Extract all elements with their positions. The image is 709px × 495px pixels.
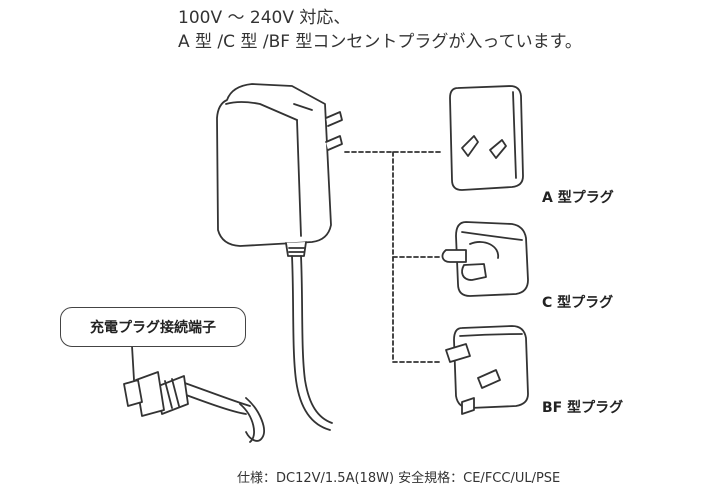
- c-type-plug-label: C 型プラグ: [542, 295, 614, 311]
- dc-connector-illustration: [123, 371, 251, 417]
- dotted-connector-lines: [344, 151, 441, 363]
- a-type-plug-label: A 型プラグ: [542, 190, 614, 206]
- ac-adapter-illustration: [216, 83, 343, 443]
- bf-type-plug-label: BF 型プラグ: [542, 400, 624, 416]
- intro-text: 100V ～ 240V 対応、 A 型 /C 型 /BF 型コンセントプラグが入…: [178, 6, 582, 54]
- intro-line-voltage: 100V ～ 240V 対応、: [178, 8, 351, 28]
- a-type-plug-illustration: [449, 85, 524, 191]
- callout-pointer: [131, 345, 135, 381]
- bf-type-plug-illustration: [445, 325, 529, 415]
- intro-line-plugs: A 型 /C 型 /BF 型コンセントプラグが入っています。: [178, 32, 582, 52]
- spec-text: 仕様：DC12V/1.5A(18W) 安全規格：CE/FCC/UL/PSE: [237, 471, 561, 486]
- c-type-plug-illustration: [441, 221, 529, 297]
- dc-connector-callout: 充電プラグ接続端子: [60, 307, 246, 347]
- dc-connector-label: 充電プラグ接続端子: [90, 320, 216, 336]
